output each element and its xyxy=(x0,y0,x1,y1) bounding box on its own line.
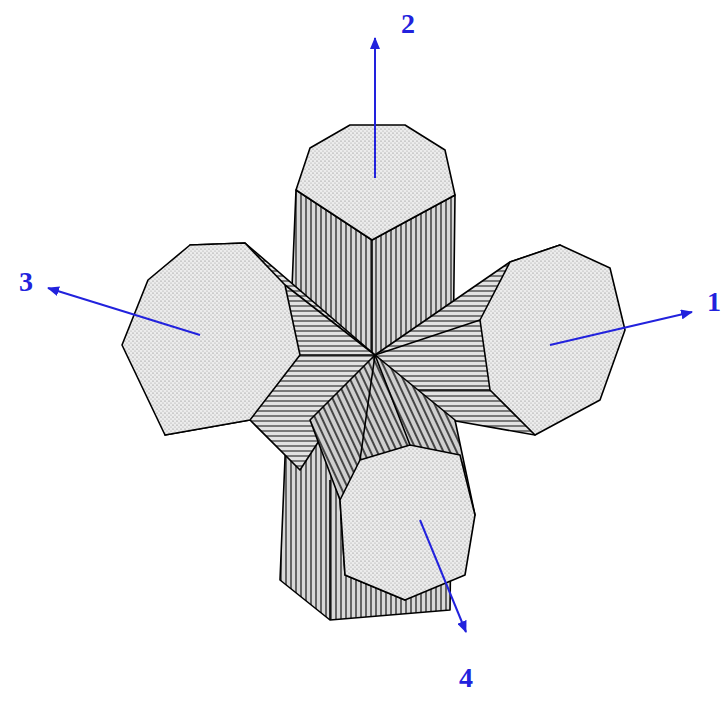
prism-edge xyxy=(371,240,373,360)
prism-edge xyxy=(360,355,375,460)
axis-arrow xyxy=(420,520,466,632)
callout-number: 1 xyxy=(707,288,721,316)
right-prism-face xyxy=(480,245,625,435)
left-prism-face xyxy=(122,243,300,435)
prism-edge xyxy=(329,480,331,620)
front-prism-face xyxy=(340,445,475,600)
axis-arrow xyxy=(374,38,376,178)
prism-edge xyxy=(375,320,480,355)
prism-edge xyxy=(375,355,410,445)
callout-number: 3 xyxy=(19,268,33,296)
callout-number: 2 xyxy=(401,10,415,38)
front-prism-body xyxy=(310,355,475,600)
axis-arrow xyxy=(48,288,200,335)
callout-number: 4 xyxy=(459,664,473,692)
axis-arrow xyxy=(550,312,692,345)
prism-edge xyxy=(300,354,375,356)
